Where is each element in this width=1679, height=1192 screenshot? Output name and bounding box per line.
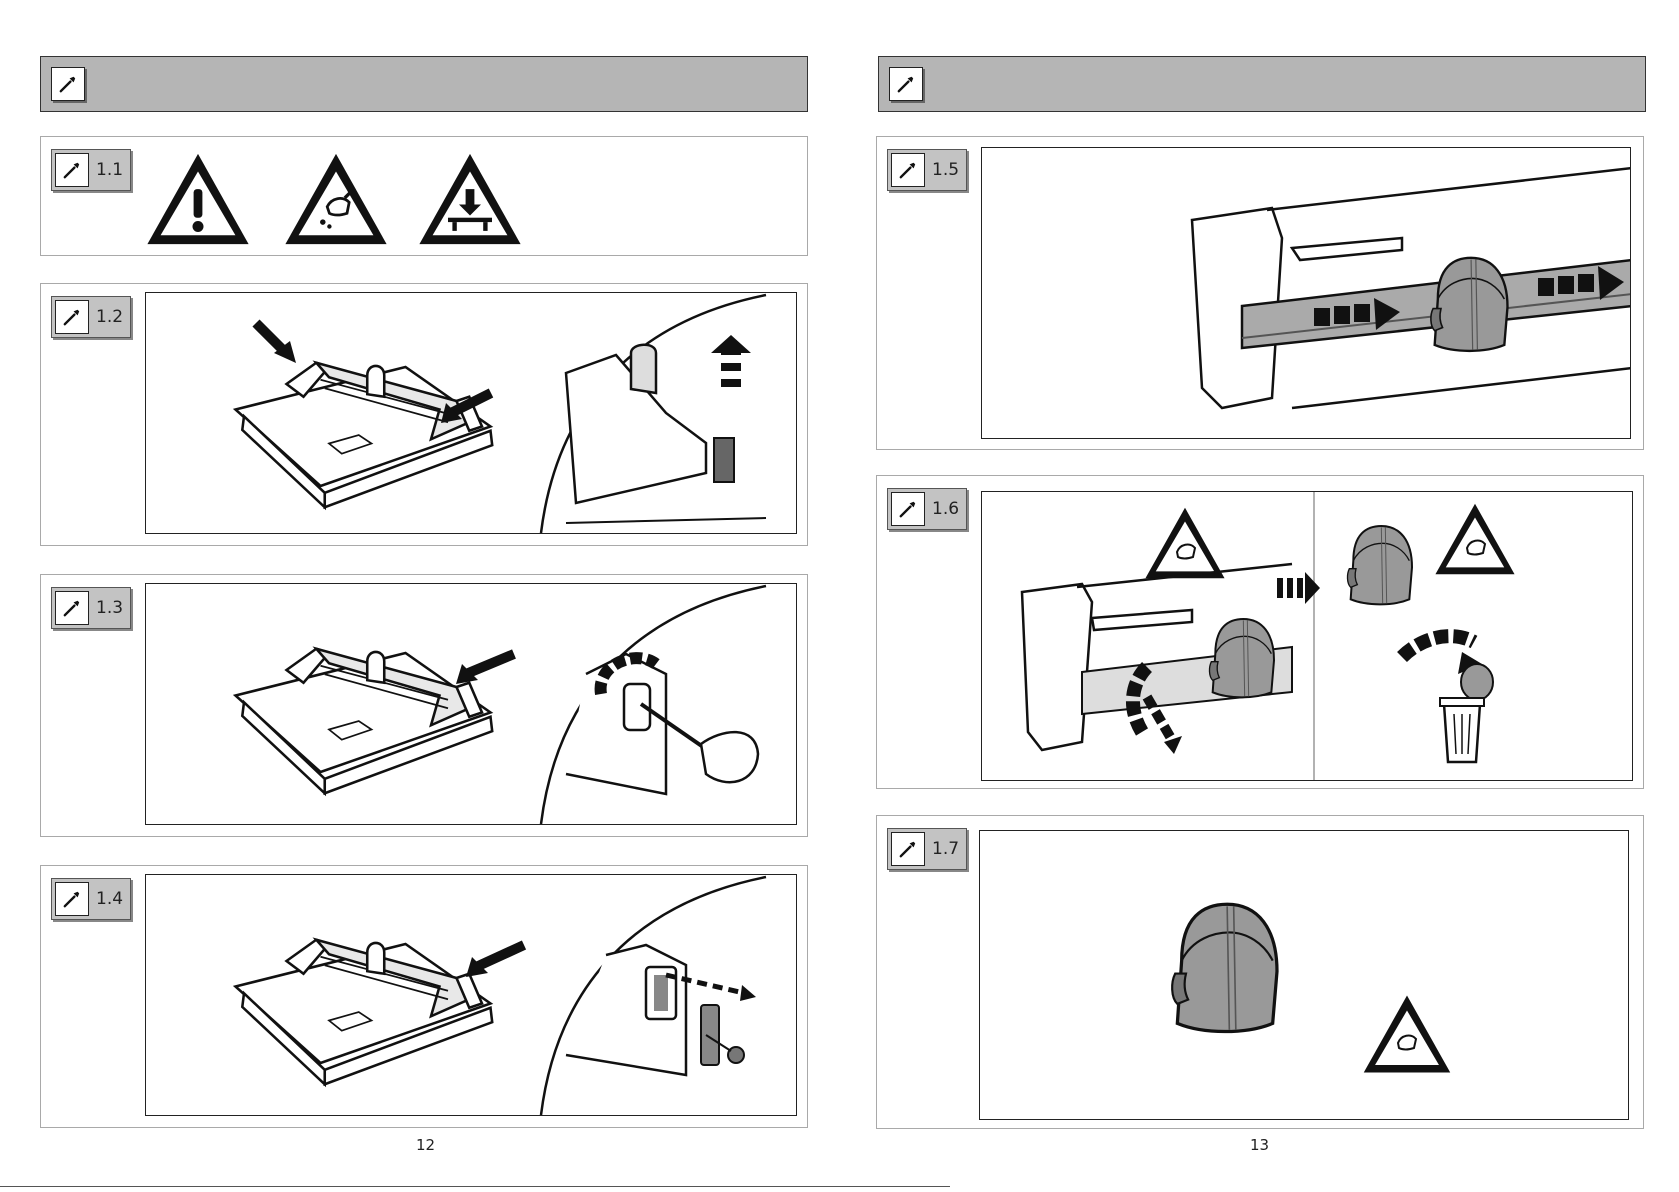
step-tag: 1.4 [51,878,131,920]
step-tag: 1.1 [51,149,131,191]
step-tag: 1.5 [887,149,967,191]
step-number: 1.5 [932,160,959,180]
wrench-icon [889,67,923,101]
wrench-icon [55,153,89,187]
left-page: 1.1 1.2 [0,0,840,1192]
section-1-7: 1.7 [876,815,1644,1129]
page-number: 13 [1250,1136,1269,1154]
step-number: 1.6 [932,499,959,519]
page-number: 12 [416,1136,435,1154]
illustration [145,292,797,534]
hand-cut-warning-icon [1435,504,1514,575]
section-1-5: 1.5 [876,136,1644,450]
step-number: 1.7 [932,839,959,859]
step-number: 1.3 [96,598,123,618]
illustration [981,147,1631,439]
step-number: 1.2 [96,307,123,327]
illustration [979,830,1629,1120]
page-header-bar [40,56,808,112]
hand-cut-warning-icon [1364,995,1450,1072]
exclamation-warning-icon [143,149,253,249]
footer-rule [0,1186,950,1187]
hand-cut-warning-icon [1145,508,1224,579]
wrench-icon [891,832,925,866]
section-1-6: 1.6 [876,475,1644,789]
step-number: 1.1 [96,160,123,180]
hand-cut-warning-icon [281,149,391,249]
section-1-1: 1.1 [40,136,808,256]
illustration [981,491,1633,781]
wrench-icon [891,153,925,187]
step-tag: 1.2 [51,296,131,338]
wrench-icon [55,882,89,916]
right-page: 1.5 1.6 [840,0,1679,1192]
illustration [145,874,797,1116]
step-number: 1.4 [96,889,123,909]
wrench-icon [55,300,89,334]
illustration [145,583,797,825]
step-tag: 1.7 [887,828,967,870]
wrench-icon [51,67,85,101]
page-header-bar [878,56,1646,112]
press-down-warning-icon [415,149,525,249]
wrench-icon [55,591,89,625]
section-1-2: 1.2 [40,283,808,546]
wrench-icon [891,492,925,526]
section-1-3: 1.3 [40,574,808,837]
section-1-4: 1.4 [40,865,808,1128]
step-tag: 1.3 [51,587,131,629]
step-tag: 1.6 [887,488,967,530]
